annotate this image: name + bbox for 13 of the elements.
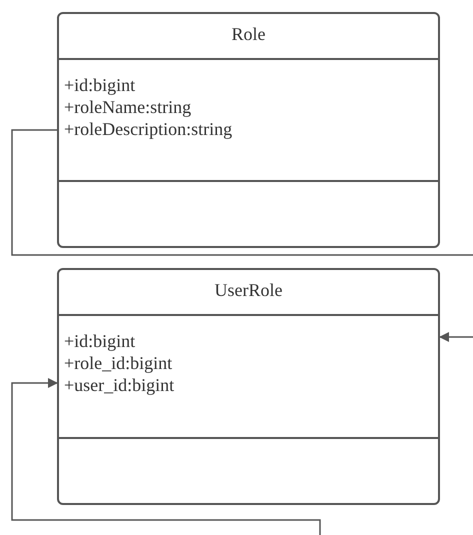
class-name: Role: [232, 24, 266, 45]
attribute-text: +roleName:string: [64, 96, 192, 118]
attribute-text: +id:bigint: [64, 330, 136, 352]
attribute-text: +role_id:bigint: [64, 352, 172, 374]
arrow: [11, 378, 321, 535]
attribute-text: +roleDescription:string: [64, 118, 232, 140]
connector-line: [11, 129, 473, 256]
attribute-text: +id:bigint: [64, 74, 136, 96]
class-box: [57, 268, 440, 505]
class-box: [57, 12, 440, 248]
attribute-text: +user_id:bigint: [64, 374, 174, 396]
arrow: [439, 332, 473, 342]
class-name: UserRole: [214, 280, 282, 301]
